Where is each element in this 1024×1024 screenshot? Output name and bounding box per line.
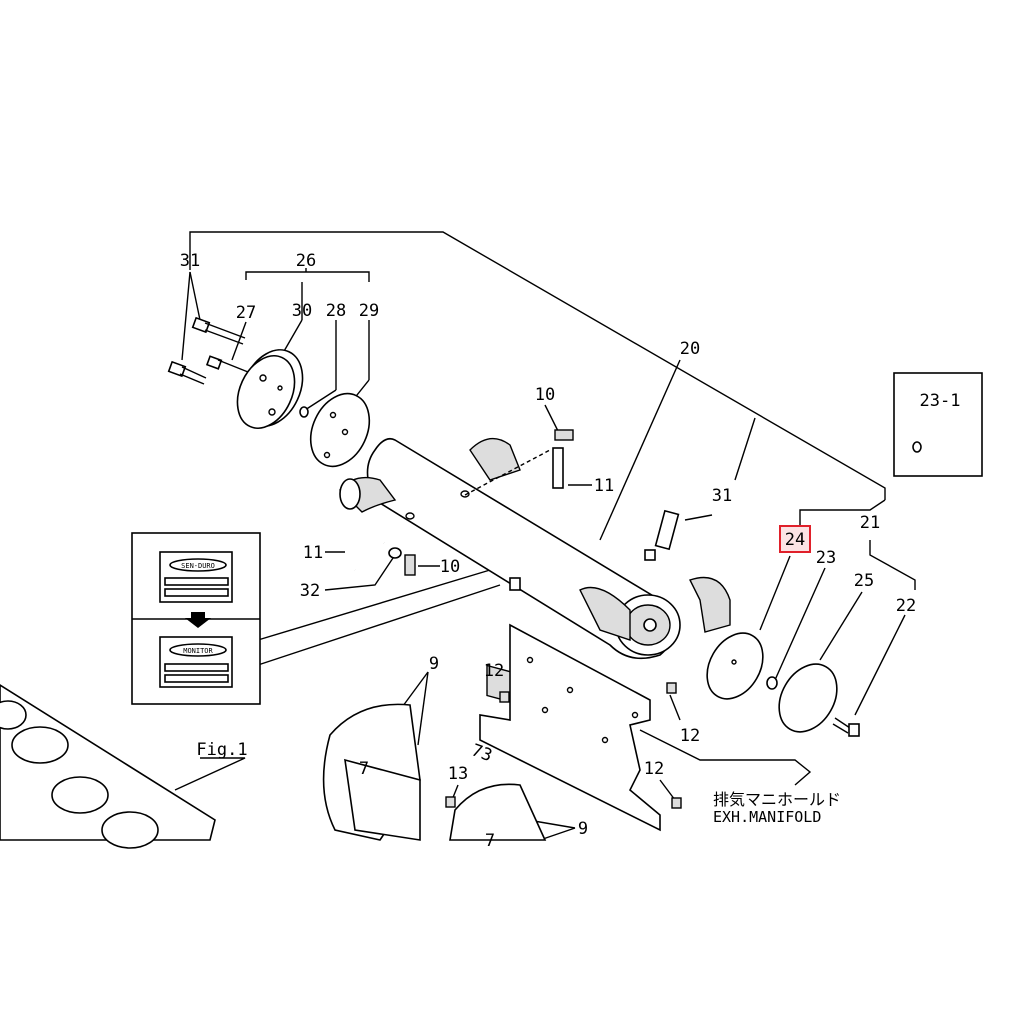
callout-26: 26 (296, 251, 316, 271)
title-english: EXH.MANIFOLD (713, 808, 821, 826)
gasket-29 (309, 392, 371, 468)
callout-32: 32 (300, 581, 320, 601)
callout-12-lower: 12 (644, 759, 664, 779)
callout-25: 25 (854, 571, 874, 591)
callout-9-lower: 9 (578, 819, 588, 839)
cover-plate-30 (236, 349, 304, 429)
label-change-inset: SEN-DURO MONITOR (131, 532, 261, 705)
callout-31-right: 31 (712, 486, 732, 506)
title-japanese: 排気マニホールド (713, 790, 841, 809)
callout-12-right: 12 (680, 726, 700, 746)
callout-29: 29 (359, 301, 379, 321)
callout-11: 11 (594, 476, 614, 496)
callout-23-1: 23-1 (920, 391, 961, 411)
fitting-10-top (552, 429, 574, 489)
callout-12: 12 (484, 661, 504, 681)
hose-11-left (349, 535, 416, 576)
callout-9: 9 (429, 654, 439, 674)
bolt-31-right (654, 509, 680, 551)
callout-10-left: 10 (440, 557, 460, 577)
callout-13: 13 (448, 764, 468, 784)
callout-7: 7 (359, 759, 369, 779)
fig1-cylinder-head (0, 684, 216, 849)
callout-7-lower: 7 (485, 831, 495, 851)
bolts-12-13 (445, 682, 682, 809)
manifold-gaskets-7 (322, 703, 547, 841)
callout-21: 21 (860, 513, 880, 533)
figure-ref: Fig.1 (196, 740, 247, 760)
o-ring-23 (766, 676, 778, 690)
label-after: MONITOR (183, 647, 213, 655)
callout-10: 10 (535, 385, 555, 405)
callout-20: 20 (680, 339, 700, 359)
callout-11-left: 11 (303, 543, 323, 563)
bolt-22 (832, 717, 860, 737)
inset-23-1 (893, 372, 983, 477)
highlight-box[interactable] (779, 525, 811, 553)
bolt-31 (167, 316, 249, 385)
callout-22: 22 (896, 596, 916, 616)
gasket-24 (706, 632, 764, 700)
exhaust-cooler-body-20 (339, 437, 731, 705)
label-before: SEN-DURO (181, 562, 215, 570)
o-ring-28 (299, 406, 309, 418)
callouts: 31 26 27 30 28 29 20 10 11 31 23-1 21 24… (180, 251, 961, 851)
callout-23: 23 (816, 548, 836, 568)
bracket-plate (479, 623, 661, 832)
callout-27: 27 (236, 303, 256, 323)
cover-25 (778, 663, 838, 733)
callout-28: 28 (326, 301, 346, 321)
callout-31: 31 (180, 251, 200, 271)
callout-24-highlighted[interactable]: 24 (785, 530, 805, 550)
callout-30: 30 (292, 301, 312, 321)
